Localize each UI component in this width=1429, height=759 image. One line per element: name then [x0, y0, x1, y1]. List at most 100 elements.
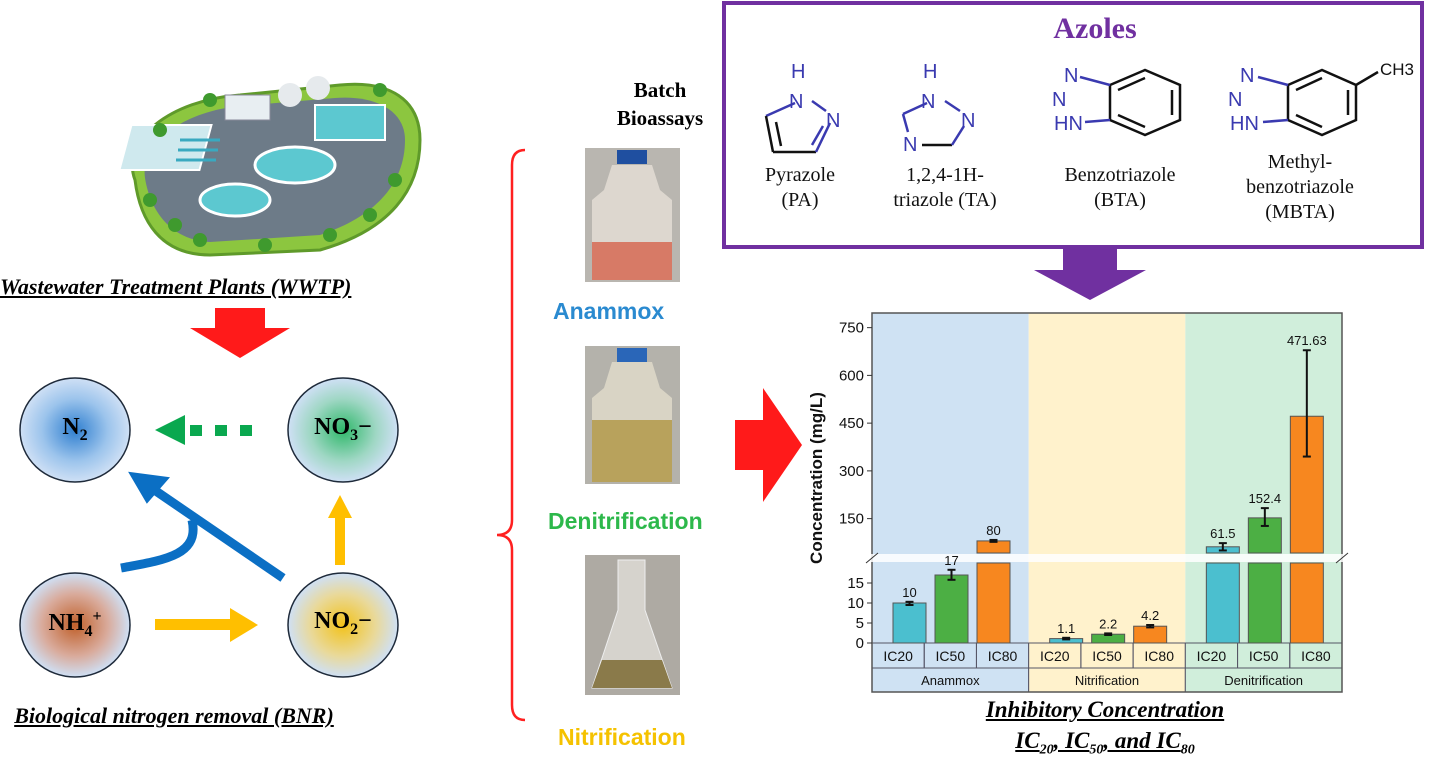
title-line: IC20, IC50, and IC80: [1015, 728, 1195, 758]
axis-break-mark: [865, 552, 879, 564]
atom-label: H: [791, 61, 805, 83]
data-label: 4.2: [1141, 608, 1159, 623]
atom-label: HN: [1230, 113, 1259, 135]
axis-break: [862, 554, 1352, 562]
purple-down-arrow-icon: [1034, 248, 1146, 300]
benzotriazole-structure: [1079, 68, 1182, 137]
atom-label: N: [826, 110, 840, 132]
atom-label: N: [961, 110, 975, 132]
atom-label: N: [1240, 65, 1254, 87]
bnr-cycle: [19, 377, 399, 678]
data-label: 10: [902, 585, 916, 600]
category-label: IC50: [1249, 648, 1279, 664]
category-label: IC80: [988, 648, 1018, 664]
axis-break-mark: [1335, 552, 1349, 564]
red-brace: [496, 148, 526, 722]
y-tick-label: 10: [847, 595, 864, 612]
azoles-title: Azoles: [1053, 12, 1137, 45]
red-down-arrow-icon: [190, 308, 290, 358]
wwtp-title: Wastewater Treatment Plants (WWTP): [0, 274, 352, 299]
atom-label: N: [1228, 89, 1242, 111]
nitrification-flask-photo: [585, 555, 680, 695]
atom-label: N: [903, 134, 917, 156]
compound-name-bta: Benzotriazole (BTA): [1064, 164, 1176, 211]
bar: [1289, 562, 1324, 644]
y-tick-label: 15: [847, 575, 864, 592]
triazole-structure: [901, 99, 966, 147]
category-label: IC20: [883, 648, 913, 664]
atom-label: CH3: [1380, 60, 1414, 79]
bar: [1247, 517, 1282, 554]
green-dotted-arrow-icon: [155, 415, 252, 445]
no3-circle: [287, 377, 399, 483]
category-label: IC50: [1092, 648, 1122, 664]
data-label: 80: [986, 523, 1000, 538]
heading-line: Batch: [633, 78, 687, 102]
no3-label: NO3−: [314, 414, 372, 444]
assay-label-anammox: Anammox: [553, 298, 665, 324]
atom-label: N: [789, 91, 803, 113]
atom-label: N: [1052, 89, 1066, 111]
bar: [1247, 562, 1282, 644]
anammox-bottle-photo: [585, 148, 680, 282]
yellow-arrow-icon: [155, 495, 352, 642]
atom-label: HN: [1054, 113, 1083, 135]
category-label: IC80: [1301, 648, 1331, 664]
bar: [892, 602, 927, 644]
group-label: Anammox: [921, 673, 980, 688]
nh4-label: NH4+: [48, 608, 102, 640]
assay-label-denitrification: Denitrification: [548, 508, 703, 534]
data-label: 17: [944, 553, 958, 568]
compound-name-pa: Pyrazole (PA): [765, 164, 835, 211]
blue-arrow-icon: [120, 471, 286, 582]
pyrazole-structure: [764, 99, 832, 154]
wwtp-illustration: [118, 76, 422, 257]
category-label: IC20: [1197, 648, 1227, 664]
atom-label: H: [923, 61, 937, 83]
title-line: Inhibitory Concentration: [985, 697, 1225, 722]
n2-label: N2: [62, 414, 88, 444]
nh4-circle: [19, 572, 131, 678]
y-tick-label: 750: [839, 320, 864, 337]
heading-line: Bioassays: [616, 106, 704, 130]
group-label: Nitrification: [1075, 673, 1139, 688]
no2-label: NO2−: [314, 608, 372, 638]
data-label: 471.63: [1287, 333, 1327, 348]
n2-circle: [19, 377, 131, 483]
y-tick-label: 300: [839, 463, 864, 480]
y-tick-label: 5: [856, 615, 864, 632]
bar: [1133, 625, 1168, 644]
inhibitory-concentration-title: Inhibitory Concentration IC20, IC50, and…: [900, 694, 1310, 759]
azoles-box: [722, 1, 1424, 249]
compound-name-ta: 1,2,4-1H- triazole (TA): [893, 164, 997, 211]
data-label: 61.5: [1210, 526, 1235, 541]
category-label: IC80: [1144, 648, 1174, 664]
y-tick-label: 450: [839, 415, 864, 432]
bar: [976, 562, 1011, 644]
methylbenzotriazole-structure: [1257, 68, 1379, 137]
no2-circle: [287, 572, 399, 678]
atom-label: N: [1064, 65, 1078, 87]
atom-label: N: [921, 91, 935, 113]
y-axis-label: Concentration (mg/L): [807, 392, 826, 564]
y-tick-label: 0: [856, 635, 864, 652]
bar: [1205, 562, 1240, 644]
compound-name-mbta: Methyl- benzotriazole (MBTA): [1246, 151, 1354, 223]
category-label: IC50: [936, 648, 966, 664]
red-right-arrow-icon: [735, 388, 802, 502]
plot-frame: [871, 312, 1343, 693]
denitrification-bottle-photo: [585, 346, 680, 484]
category-label: IC20: [1040, 648, 1070, 664]
assay-label-nitrification: Nitrification: [558, 724, 686, 750]
group-label: Denitrification: [1224, 673, 1303, 688]
data-label: 2.2: [1099, 616, 1117, 631]
bar: [934, 574, 969, 644]
bnr-title: Biological nitrogen removal (BNR): [14, 703, 334, 728]
y-tick-label: 150: [839, 511, 864, 528]
data-label: 152.4: [1249, 491, 1282, 506]
